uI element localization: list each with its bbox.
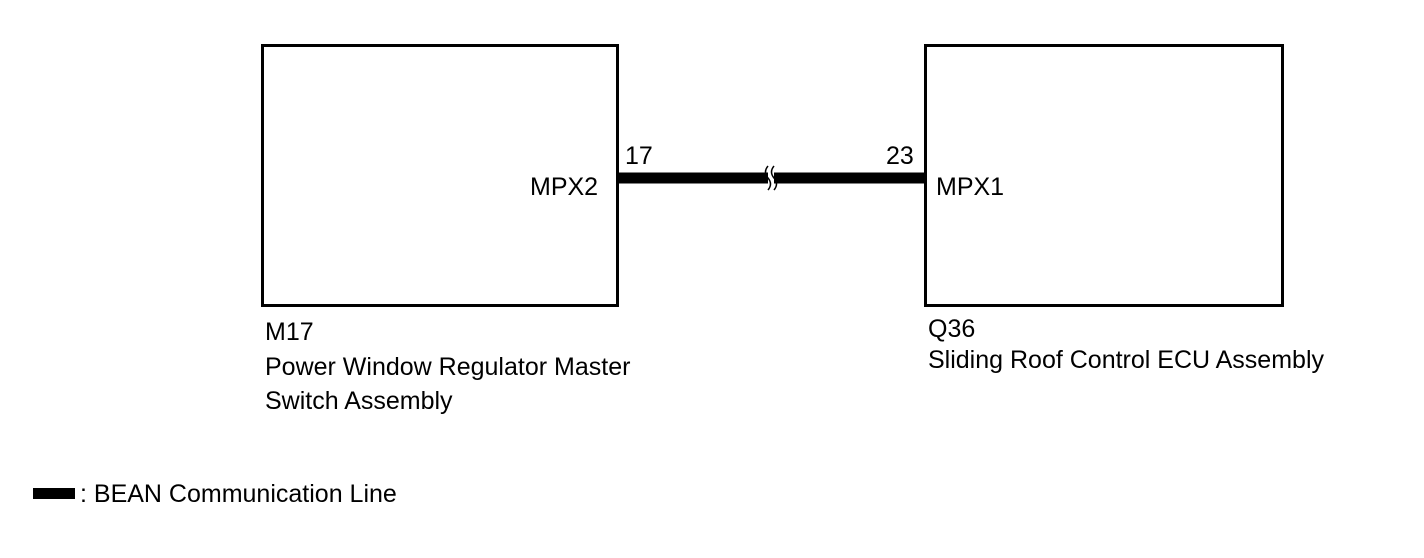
port-label-mpx2: MPX2: [530, 173, 599, 201]
wire-break-symbol-left: [764, 165, 772, 191]
pin-number-right: 23: [886, 142, 914, 170]
component-name-left-line2: Switch Assembly: [265, 387, 453, 415]
wire-break-symbol-right: [770, 165, 778, 191]
pin-number-left: 17: [625, 142, 653, 170]
component-code-right: Q36: [928, 315, 976, 343]
legend-label: : BEAN Communication Line: [80, 480, 397, 508]
component-box-q36: [924, 44, 1284, 307]
component-box-m17: [261, 44, 619, 307]
legend-line-swatch: [33, 488, 75, 499]
port-label-mpx1: MPX1: [936, 173, 1005, 201]
component-code-left: M17: [265, 318, 314, 346]
component-name-left-line1: Power Window Regulator Master: [265, 353, 631, 381]
component-name-right: Sliding Roof Control ECU Assembly: [928, 346, 1324, 374]
